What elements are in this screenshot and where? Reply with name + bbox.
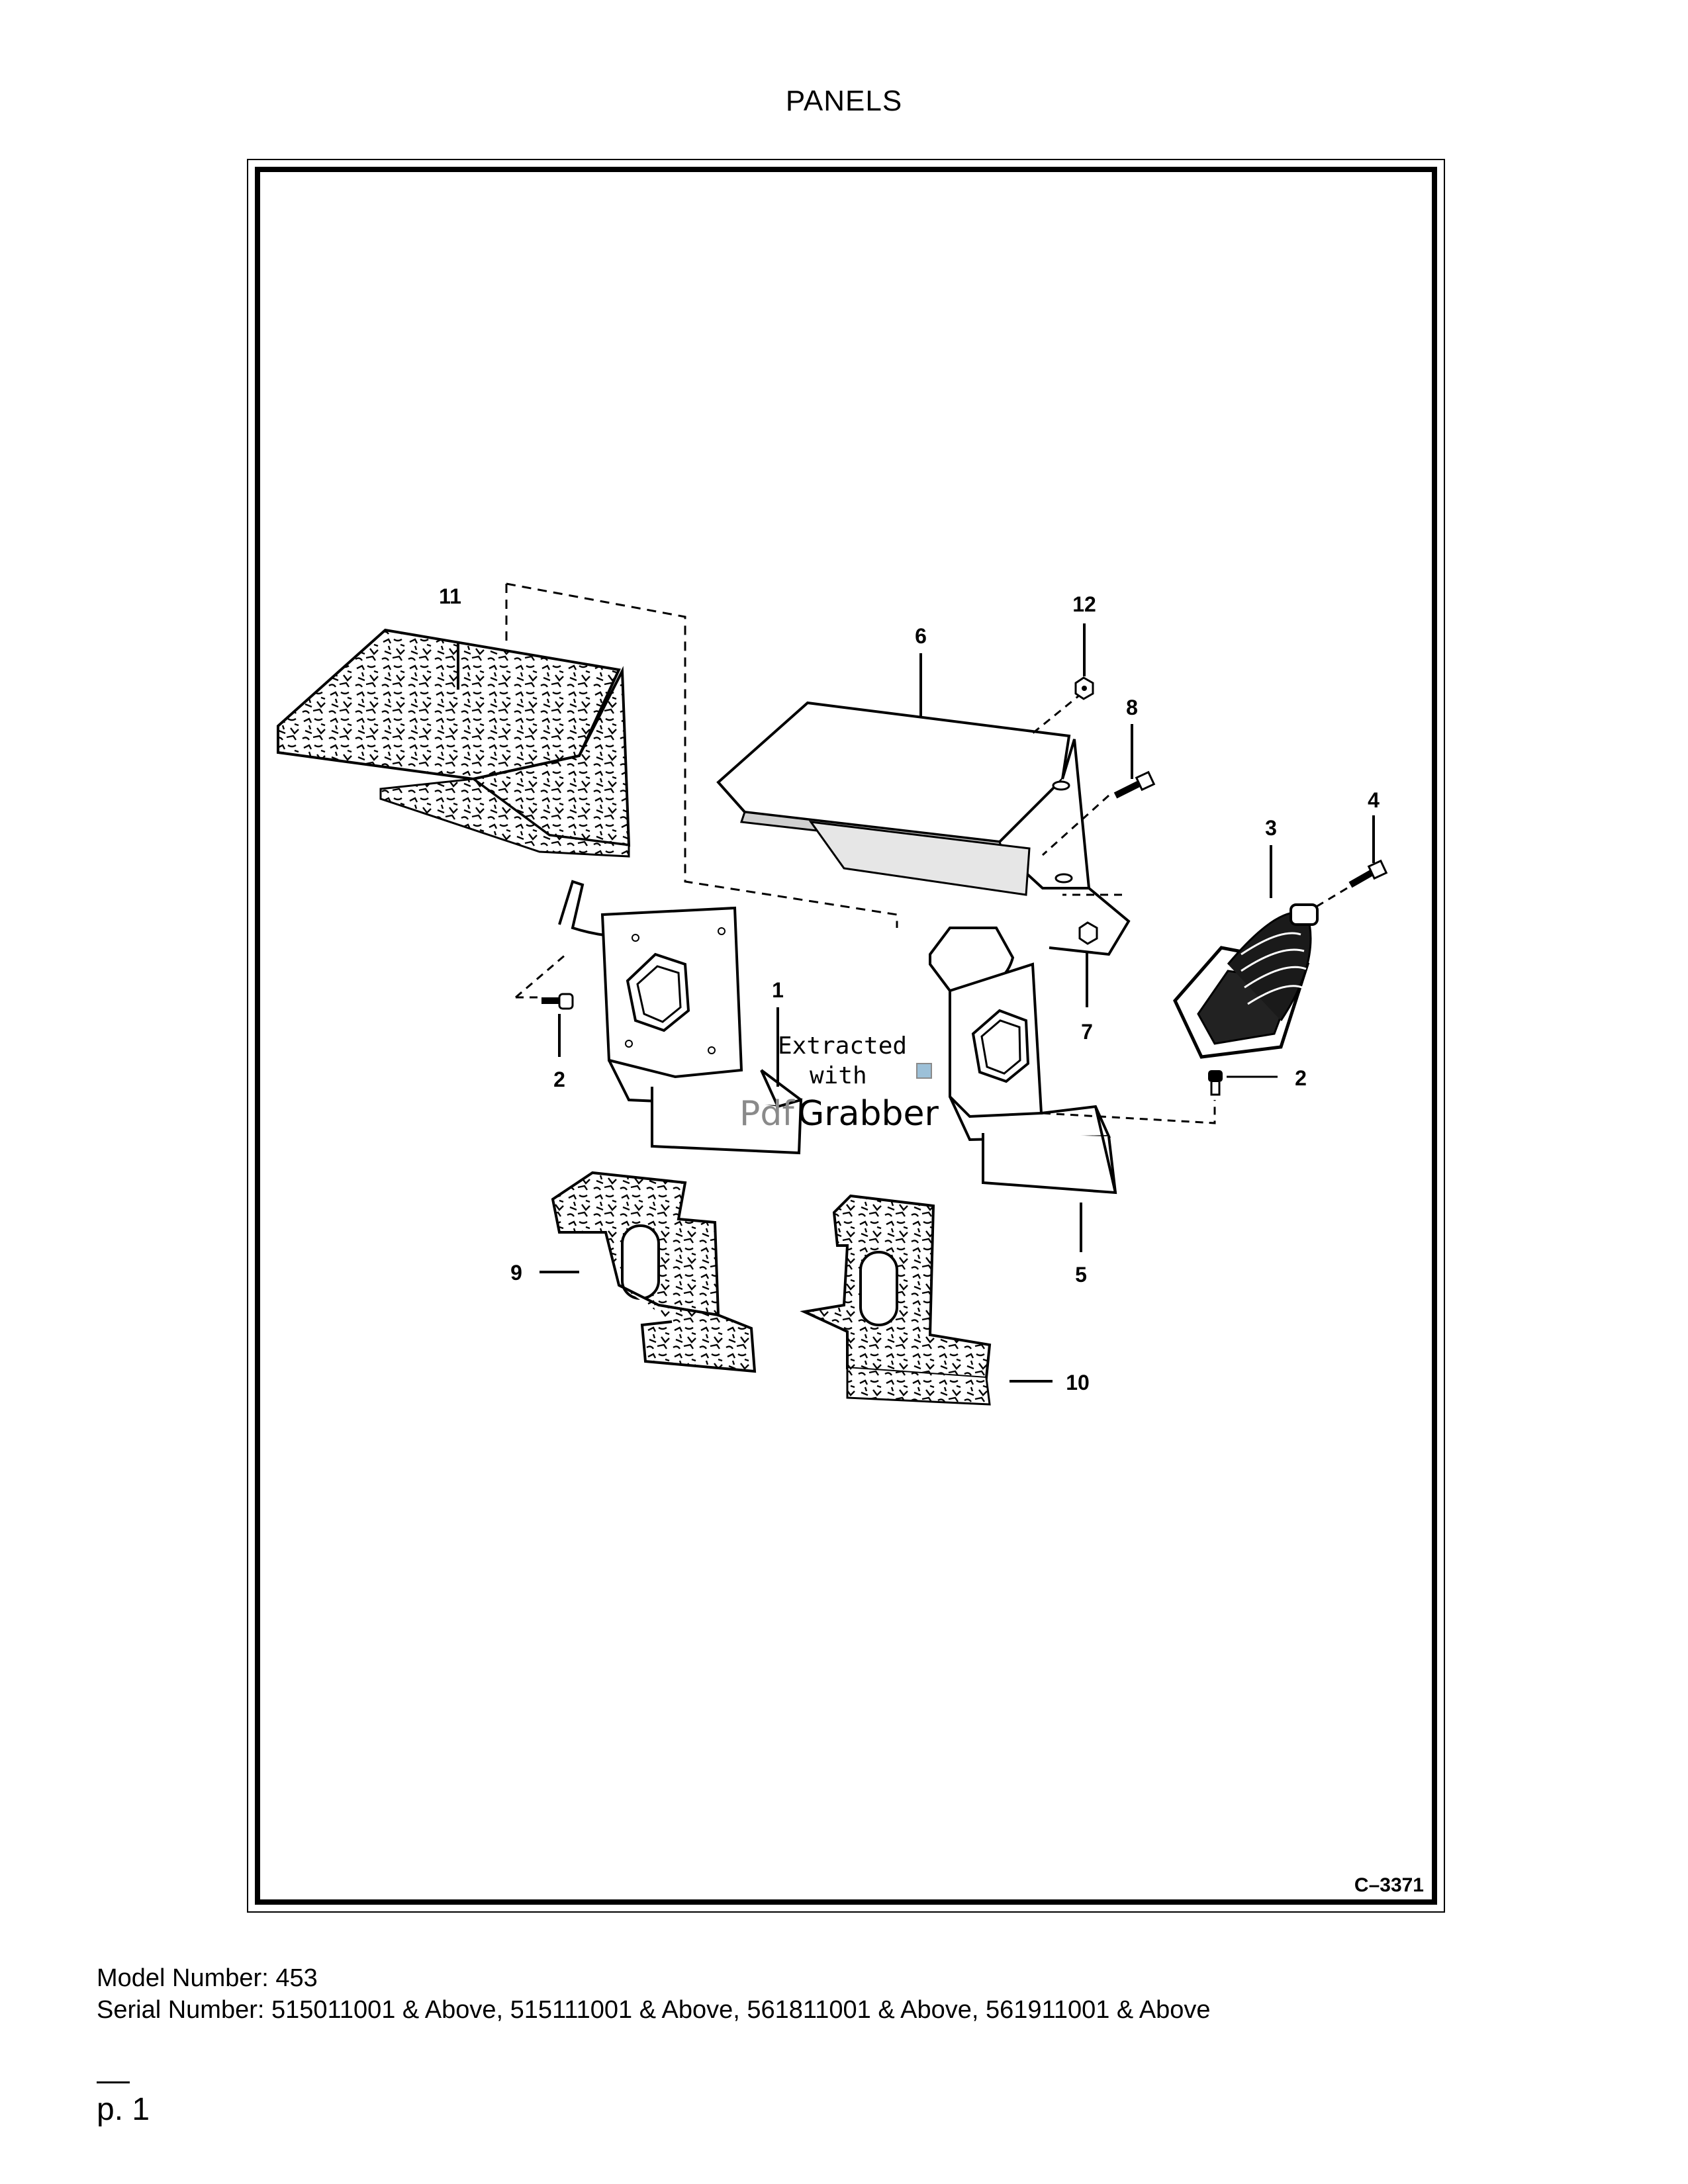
watermark-line2: with xyxy=(810,1062,867,1089)
part-1-left-panel xyxy=(558,880,803,1155)
part-11-floor-mat xyxy=(277,628,631,858)
callout-2-right: 2 xyxy=(1295,1066,1307,1090)
part-4-bolt xyxy=(1348,859,1388,888)
figure-code: C–3371 xyxy=(1354,1874,1424,1896)
part-3-control-boot xyxy=(1173,903,1319,1059)
part-8-bolt xyxy=(1113,770,1156,799)
model-number: Model Number: 453 xyxy=(97,1964,318,1992)
serial-number: Serial Number: 515011001 & Above, 515111… xyxy=(97,1996,1211,2024)
callout-3: 3 xyxy=(1265,816,1277,840)
callout-6: 6 xyxy=(915,624,927,648)
part-12-nut xyxy=(1074,676,1094,700)
callout-1: 1 xyxy=(772,978,784,1002)
page-title: PANELS xyxy=(785,85,903,117)
watermark-brand-grabber: Grabber xyxy=(798,1094,939,1134)
callout-11: 11 xyxy=(439,584,461,608)
callout-7: 7 xyxy=(1081,1020,1093,1044)
part-7-nut xyxy=(1078,921,1098,945)
exploded-view-drawing: 11 12 6 8 4 3 1 7 2 2 5 9 10 Extracted w… xyxy=(277,582,1388,1406)
part-2-screw-right xyxy=(1208,1070,1223,1096)
part-10-right-carpet xyxy=(800,1194,992,1406)
part-5-right-panel xyxy=(929,927,1117,1195)
part-2-screw-left xyxy=(541,993,574,1010)
page-number: p. 1 xyxy=(97,2092,150,2127)
part-9-left-carpet xyxy=(551,1171,757,1373)
callout-10: 10 xyxy=(1066,1371,1090,1394)
watermark-brand-pdf: Pdf xyxy=(739,1094,795,1134)
callout-4: 4 xyxy=(1368,788,1380,812)
callout-12: 12 xyxy=(1072,592,1096,616)
figure-frame-inner xyxy=(255,167,1437,1905)
figure-frame: 11 12 6 8 4 3 1 7 2 2 5 9 10 Extracted w… xyxy=(247,159,1445,1913)
part-6-top-cover xyxy=(716,701,1131,956)
callout-2-left: 2 xyxy=(553,1068,565,1091)
footer-rule xyxy=(97,2081,130,2083)
callout-8: 8 xyxy=(1126,696,1138,719)
callout-9: 9 xyxy=(510,1261,522,1285)
watermark-line1: Extracted xyxy=(778,1032,907,1060)
callout-5: 5 xyxy=(1075,1263,1087,1287)
pdfgrabber-watermark: Extracted with Pdf Grabber xyxy=(739,1032,939,1134)
